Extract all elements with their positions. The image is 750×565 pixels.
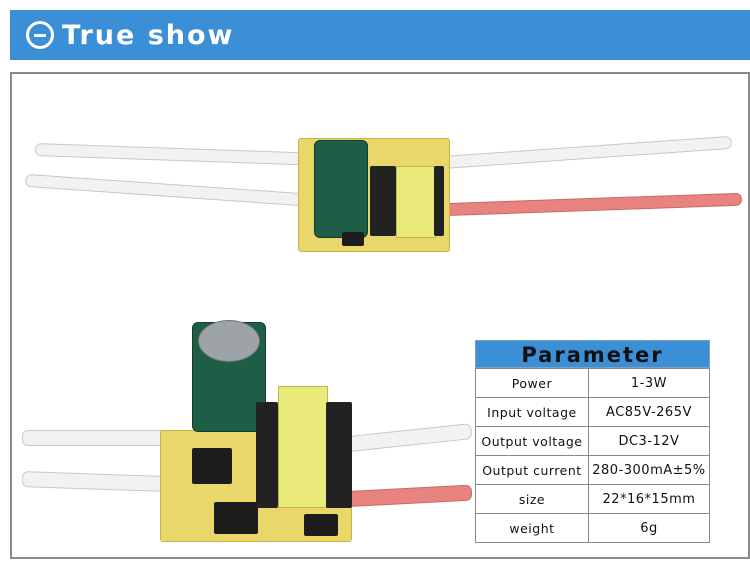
param-value: 6g [587,513,711,543]
param-key: Input voltage [475,397,589,427]
product-photo-top [20,120,743,260]
param-key: size [475,484,589,514]
table-row: weight 6g [475,513,711,543]
table-row: Power 1-3W [475,368,711,398]
table-row: Input voltage AC85V-265V [475,397,711,427]
parameter-title: Parameter [475,340,710,368]
param-value: 22*16*15mm [587,484,711,514]
param-key: Power [475,368,589,398]
parameter-table: Parameter Power 1-3W Input voltage AC85V… [475,340,711,543]
parameter-rows: Power 1-3W Input voltage AC85V-265V Outp… [475,368,711,543]
product-photo-bottom [20,318,473,550]
param-value: 280-300mA±5% [587,455,711,485]
table-row: size 22*16*15mm [475,484,711,514]
banner-title: True show [62,19,235,51]
param-key: weight [475,513,589,543]
param-value: 1-3W [587,368,711,398]
param-key: Output voltage [475,426,589,456]
header-banner: True show [10,10,750,60]
param-key: Output current [475,455,589,485]
param-value: AC85V-265V [587,397,711,427]
minus-circle-icon [26,21,54,49]
param-value: DC3-12V [587,426,711,456]
table-row: Output voltage DC3-12V [475,426,711,456]
table-row: Output current 280-300mA±5% [475,455,711,485]
